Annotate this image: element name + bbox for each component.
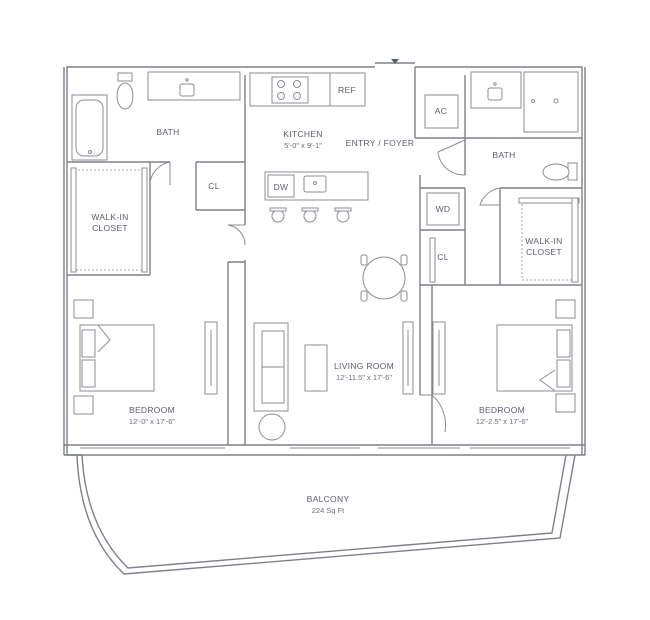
- entry-arrow-icon: [391, 59, 399, 64]
- closet-left-label: CL: [208, 181, 219, 191]
- ac-label: AC: [435, 106, 447, 116]
- nightstand-icon: [73, 299, 94, 319]
- kitchen-label: KITCHEN: [283, 129, 322, 139]
- walkin-right-label-2: CLOSET: [526, 247, 562, 257]
- toilet-icon: [542, 163, 570, 181]
- entry-label: ENTRY / FOYER: [346, 138, 415, 148]
- living-label: LIVING ROOM: [334, 361, 394, 371]
- bedroom-left-label: BEDROOM: [129, 405, 175, 415]
- bath-right-label: BATH: [492, 150, 515, 160]
- bathtub-icon: [71, 94, 108, 161]
- bar-stool-icon: [303, 209, 317, 223]
- washer-dryer-icon: [426, 192, 460, 226]
- toilet-icon: [116, 82, 134, 110]
- walkin-left-label-2: CLOSET: [92, 223, 128, 233]
- dw-label: DW: [274, 182, 289, 192]
- ac-unit-icon: [424, 94, 459, 129]
- door-swings: [149, 139, 501, 433]
- bedroom-right-dims: 12'-2.5" x 17'-6": [476, 417, 529, 426]
- balcony-label: BALCONY: [307, 494, 350, 504]
- dining-set: [360, 254, 408, 302]
- exterior-walls: [63, 62, 586, 456]
- right-bath-fixtures: [424, 71, 579, 226]
- range-counter: [249, 72, 331, 107]
- interior-walls: [67, 67, 582, 449]
- closet-right-label: CL: [437, 252, 448, 262]
- walkin-left-label-1: WALK-IN: [91, 212, 128, 222]
- nightstand-icon: [555, 299, 576, 319]
- balcony-dims: 224 Sq Ft: [312, 506, 345, 515]
- walkin-right-label-1: WALK-IN: [525, 236, 562, 246]
- ref-label: REF: [338, 85, 356, 95]
- refrigerator-icon: [329, 72, 366, 107]
- wd-label: WD: [436, 204, 451, 214]
- balcony-outline: [67, 454, 576, 575]
- dining-table-icon: [362, 256, 406, 300]
- left-bath-fixtures: [71, 71, 241, 161]
- nightstand-icon: [555, 393, 576, 413]
- kitchen-dims: 5'-0" x 9'-1": [284, 141, 322, 150]
- bar-stool-icon: [336, 209, 350, 223]
- bar-stool-icon: [271, 209, 285, 223]
- left-bedroom-furniture: [73, 299, 218, 415]
- living-dims: 12'-11.5" x 17'-6": [336, 373, 392, 382]
- side-table-icon: [258, 413, 286, 441]
- bed-icon: [496, 324, 573, 392]
- toilet-tank-icon: [117, 72, 133, 82]
- bath-left-label: BATH: [156, 127, 179, 137]
- right-vanity-icon: [470, 71, 522, 109]
- nightstand-icon: [73, 395, 94, 415]
- coffee-table-icon: [304, 344, 328, 392]
- kitchen-fixtures: [249, 72, 369, 223]
- living-furniture: [253, 321, 414, 441]
- kitchen-island: [264, 171, 369, 201]
- right-bedroom-furniture: [432, 299, 576, 413]
- bedroom-right-label: BEDROOM: [479, 405, 525, 415]
- bedroom-left-dims: 12'-0" x 17'-6": [129, 417, 175, 426]
- bed-icon: [79, 324, 155, 392]
